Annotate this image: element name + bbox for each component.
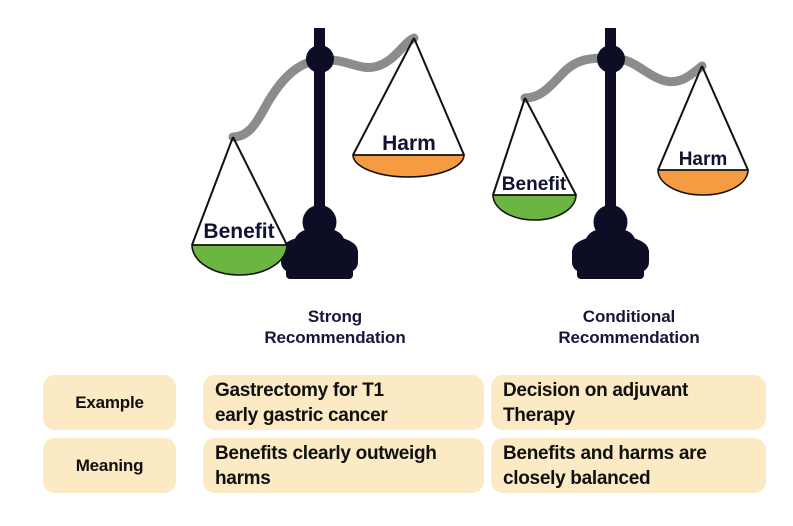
- scale-conditional-post: [605, 28, 616, 228]
- scale-conditional-base: [572, 205, 649, 279]
- scale-strong-base: [281, 205, 358, 279]
- example-strong-line2: early gastric cancer: [215, 404, 388, 426]
- table-cell-example-strong-text: Gastrectomy for T1 early gastric cancer: [215, 378, 472, 428]
- scale-strong-pan-harm: [352, 37, 465, 178]
- column-header-conditional-line2: Recommendation: [558, 328, 700, 347]
- scale-conditional: Benefit Harm: [492, 28, 749, 279]
- scale-conditional-pan-harm: [657, 65, 749, 196]
- example-conditional-line2: Therapy: [503, 404, 575, 426]
- column-header-strong-line1: Strong: [307, 307, 363, 326]
- table-cell-meaning-conditional: Benefits and harms are closely balanced: [491, 438, 766, 493]
- row-label-meaning-text: Meaning: [75, 455, 144, 475]
- scale-conditional-pivot: [597, 45, 625, 73]
- table-cell-meaning-strong-text: Benefits clearly outweigh harms: [215, 441, 472, 491]
- scale-strong-harm-label: Harm: [382, 132, 436, 155]
- scale-conditional-benefit-label: Benefit: [502, 174, 567, 195]
- table-row-label-example: Example: [43, 375, 176, 430]
- column-header-strong-line2: Recommendation: [264, 328, 406, 347]
- table-cell-meaning-conditional-text: Benefits and harms are closely balanced: [503, 441, 754, 491]
- scale-strong-pan-benefit: [191, 136, 288, 276]
- row-label-example-text: Example: [75, 392, 144, 412]
- table-cell-example-conditional: Decision on adjuvant Therapy: [491, 375, 766, 430]
- column-header-conditional-line1: Conditional: [582, 307, 676, 326]
- scale-strong-post: [314, 28, 325, 228]
- table-cell-example-strong: Gastrectomy for T1 early gastric cancer: [203, 375, 484, 430]
- table-cell-meaning-strong: Benefits clearly outweigh harms: [203, 438, 484, 493]
- meaning-strong-line2: harms: [215, 467, 271, 489]
- meaning-strong-line1: Benefits clearly outweigh: [215, 442, 437, 464]
- scale-strong: Benefit Harm: [191, 28, 465, 279]
- example-conditional-line1: Decision on adjuvant: [503, 379, 689, 401]
- scale-conditional-harm-label: Harm: [679, 149, 728, 170]
- column-header-strong: Strong Recommendation: [190, 306, 480, 348]
- table-row-label-meaning: Meaning: [43, 438, 176, 493]
- table-cell-example-conditional-text: Decision on adjuvant Therapy: [503, 378, 754, 428]
- scale-strong-pivot: [306, 45, 334, 73]
- scale-conditional-pan-benefit: [492, 97, 577, 221]
- example-strong-line1: Gastrectomy for T1: [215, 379, 384, 401]
- scale-strong-benefit-label: Benefit: [203, 220, 274, 243]
- meaning-conditional-line1: Benefits and harms are: [503, 442, 707, 464]
- balance-scales-illustration: Benefit Harm: [191, 28, 749, 279]
- column-header-conditional: Conditional Recommendation: [484, 306, 774, 348]
- meaning-conditional-line2: closely balanced: [503, 467, 651, 489]
